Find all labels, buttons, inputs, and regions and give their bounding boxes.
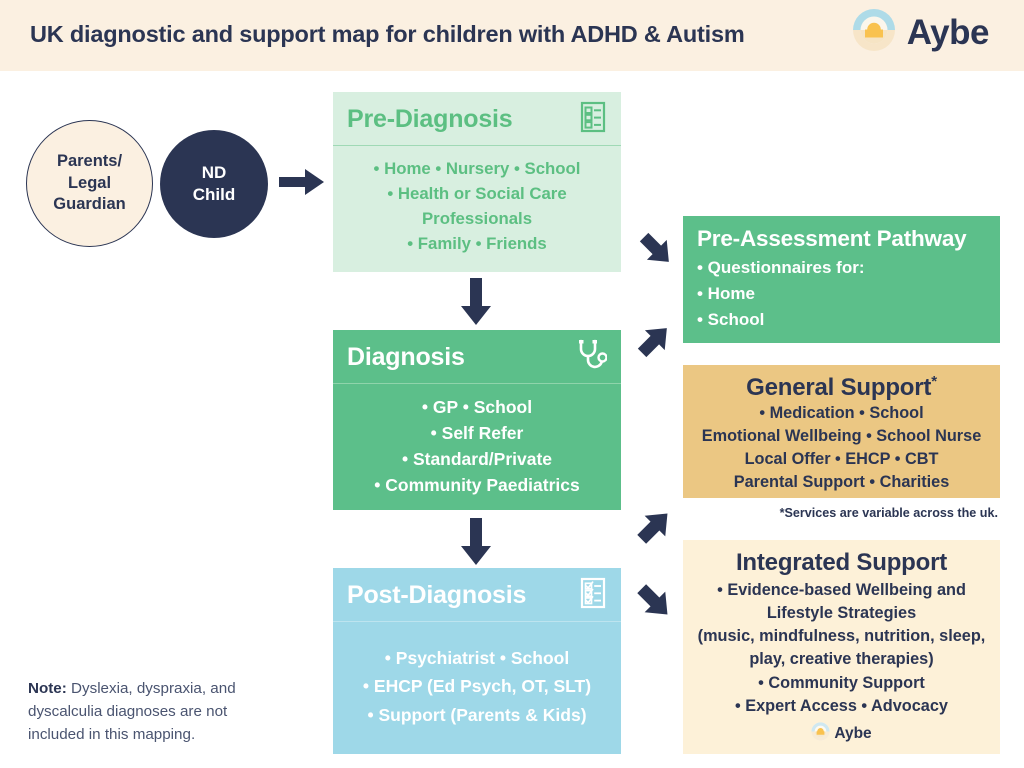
pre-diagnosis-box: Pre-Diagnosis • Home • Nursery • School … — [333, 92, 621, 272]
general-support-item: • Medication • School — [759, 404, 924, 422]
arrow-up-right-icon — [628, 320, 676, 371]
integrated-support-item: (music, mindfulness, nutrition, sleep, — [697, 627, 986, 646]
pre-assessment-item: • Home — [697, 284, 755, 303]
integrated-support-box: Integrated Support • Evidence-based Well… — [683, 540, 1000, 754]
diagnosis-box: Diagnosis • GP • School • Self Refer • S… — [333, 330, 621, 510]
pre-diagnosis-item: • Home • Nursery • School — [373, 159, 581, 178]
integrated-support-brand-name: Aybe — [834, 724, 872, 742]
diagnosis-item: • Standard/Private — [401, 448, 553, 469]
integrated-support-item: • Community Support — [758, 673, 925, 692]
integrated-support-item: • Expert Access • Advocacy — [735, 696, 948, 715]
post-diagnosis-item: • Support (Parents & Kids) — [367, 704, 587, 725]
nd-child-node: ND Child — [160, 130, 268, 238]
pre-diagnosis-item: Professionals — [421, 208, 533, 228]
parents-line-3: Guardian — [53, 195, 126, 214]
arrow-down-right-icon — [627, 575, 677, 628]
clipboard-list-icon — [579, 101, 607, 138]
note-block: Note: Dyslexia, dyspraxia, and dyscalcul… — [28, 678, 283, 746]
general-support-title-text: General Support — [746, 374, 932, 401]
page-header: UK diagnostic and support map for childr… — [0, 0, 1024, 71]
general-support-item: Parental Support • Charities — [733, 473, 950, 492]
diagnosis-header: Diagnosis — [333, 330, 621, 383]
pre-assessment-title: Pre-Assessment Pathway — [697, 226, 967, 251]
diagnosis-body: • GP • School • Self Refer • Standard/Pr… — [333, 384, 621, 511]
diagnosis-item: • Community Paediatrics — [374, 474, 580, 495]
general-support-item: Local Offer • EHCP • CBT — [744, 450, 939, 469]
checklist-icon — [579, 577, 607, 614]
post-diagnosis-box: Post-Diagnosis • Psychiatrist • Schoo — [333, 568, 621, 754]
sun-logo-icon — [852, 8, 896, 57]
arrow-right-icon — [279, 167, 325, 202]
sun-logo-icon — [811, 722, 830, 746]
general-support-title: General Support* — [689, 373, 994, 402]
brand-lockup: Aybe — [852, 8, 990, 57]
diagnosis-item: • GP • School — [421, 397, 533, 417]
post-diagnosis-title: Post-Diagnosis — [347, 581, 527, 609]
post-diagnosis-item: • Psychiatrist • School — [384, 648, 570, 668]
parents-legal-guardian-node: Parents/ Legal Guardian — [26, 120, 153, 247]
pre-assessment-item: • School — [697, 310, 765, 329]
child-line-1: ND — [201, 162, 227, 182]
brand-name: Aybe — [906, 12, 990, 52]
post-diagnosis-header: Post-Diagnosis — [333, 568, 621, 621]
post-diagnosis-body: • Psychiatrist • School • EHCP (Ed Psych… — [333, 622, 621, 741]
arrow-down-icon — [459, 278, 493, 331]
arrow-up-right-icon — [627, 505, 677, 558]
pre-assessment-item: • Questionnaires for: — [697, 258, 865, 277]
integrated-support-item: play, creative therapies) — [749, 650, 934, 669]
diagnosis-item: • Self Refer — [430, 422, 524, 443]
post-diagnosis-divider — [333, 621, 621, 622]
pre-diagnosis-item: • Health or Social Care — [387, 183, 567, 203]
pre-diagnosis-divider — [333, 145, 621, 146]
pre-diagnosis-header: Pre-Diagnosis — [333, 92, 621, 145]
pre-assessment-pathway-box: Pre-Assessment Pathway • Questionnaires … — [683, 216, 1000, 343]
arrow-down-right-icon — [630, 224, 678, 275]
integrated-support-item: • Evidence-based Wellbeing and — [717, 581, 966, 599]
pre-diagnosis-body: • Home • Nursery • School • Health or So… — [333, 146, 621, 268]
general-support-asterisk: * — [931, 373, 937, 390]
general-support-footnote: *Services are variable across the uk. — [779, 506, 998, 520]
integrated-support-title: Integrated Support — [735, 549, 948, 576]
integrated-support-item: Lifestyle Strategies — [766, 604, 917, 623]
general-support-box: General Support* • Medication • School E… — [683, 365, 1000, 498]
parents-line-1: Parents/ — [56, 151, 123, 170]
post-diagnosis-item: • EHCP (Ed Psych, OT, SLT) — [362, 676, 592, 697]
integrated-support-brand-lockup: Aybe — [689, 722, 994, 746]
page-title: UK diagnostic and support map for childr… — [30, 21, 745, 47]
pre-diagnosis-title: Pre-Diagnosis — [347, 105, 513, 133]
pre-diagnosis-item: • Family • Friends — [407, 233, 547, 253]
stethoscope-icon — [577, 339, 608, 376]
child-line-2: Child — [192, 185, 236, 204]
diagnosis-divider — [333, 383, 621, 384]
note-text: Dyslexia, dyspraxia, and dyscalculia dia… — [28, 680, 236, 743]
parents-line-2: Legal — [67, 173, 112, 192]
note-label: Note: — [28, 680, 67, 697]
arrow-down-icon — [459, 518, 493, 571]
diagnosis-title: Diagnosis — [347, 343, 465, 371]
general-support-item: Emotional Wellbeing • School Nurse — [701, 427, 982, 446]
